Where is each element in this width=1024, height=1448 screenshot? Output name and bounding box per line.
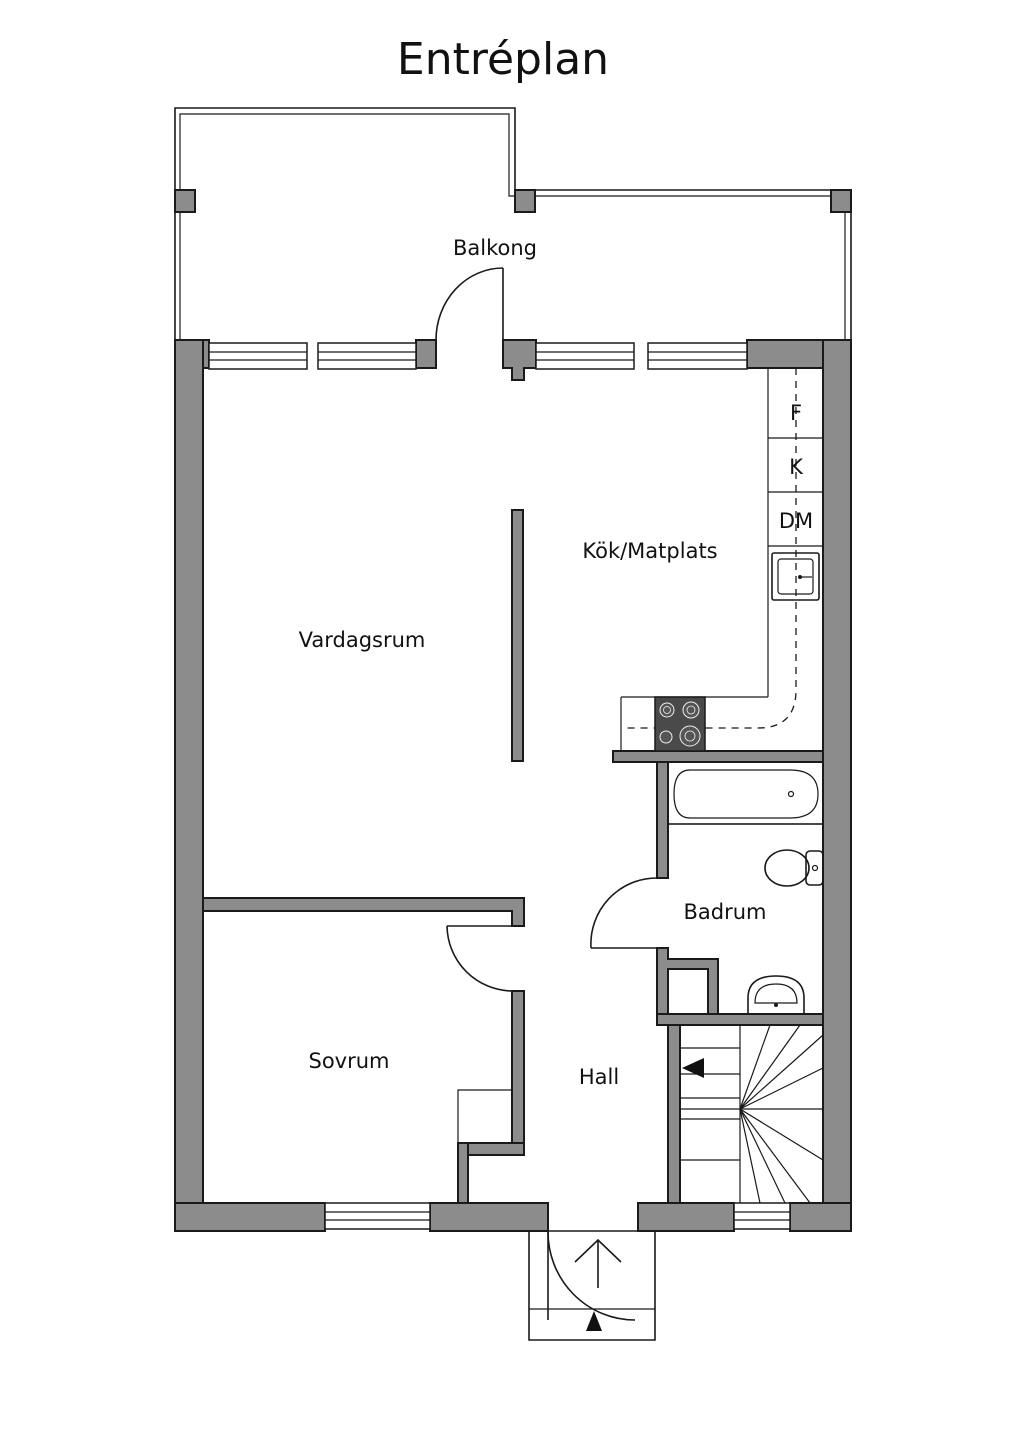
balcony-post [830,189,852,213]
bathtub [667,761,824,825]
stair-direction-arrow [682,1058,704,1078]
kitchen-counter [620,368,823,751]
balcony [174,107,852,340]
fridge-label: F [790,401,802,425]
balcony-post [174,189,196,213]
window [535,342,635,370]
window [208,342,308,370]
room-label-kitchen: Kök/Matplats [582,539,717,563]
room-label-living: Vardagsrum [299,628,426,652]
stove [654,696,706,752]
dishwasher-label: DM [779,509,813,533]
staircase [680,1024,824,1204]
interior-walls [202,509,824,1204]
entrance [528,1230,656,1341]
room-label-bedroom: Sovrum [308,1049,389,1073]
kitchen-sink [771,552,820,601]
balcony-door [435,267,504,341]
plan-title: Entréplan [397,34,609,85]
room-label-hall: Hall [579,1065,619,1089]
bedroom-door [446,925,513,992]
room-label-bathroom: Badrum [683,900,766,924]
bathroom-sink [747,975,805,1014]
balcony-post [514,189,536,213]
bathroom-door [590,877,658,949]
freezer-label: K [789,455,804,479]
window [317,342,417,370]
window [324,1202,431,1230]
window [647,342,748,370]
toilet [764,849,824,887]
window [733,1202,791,1230]
room-label-balcony: Balkong [453,236,537,260]
